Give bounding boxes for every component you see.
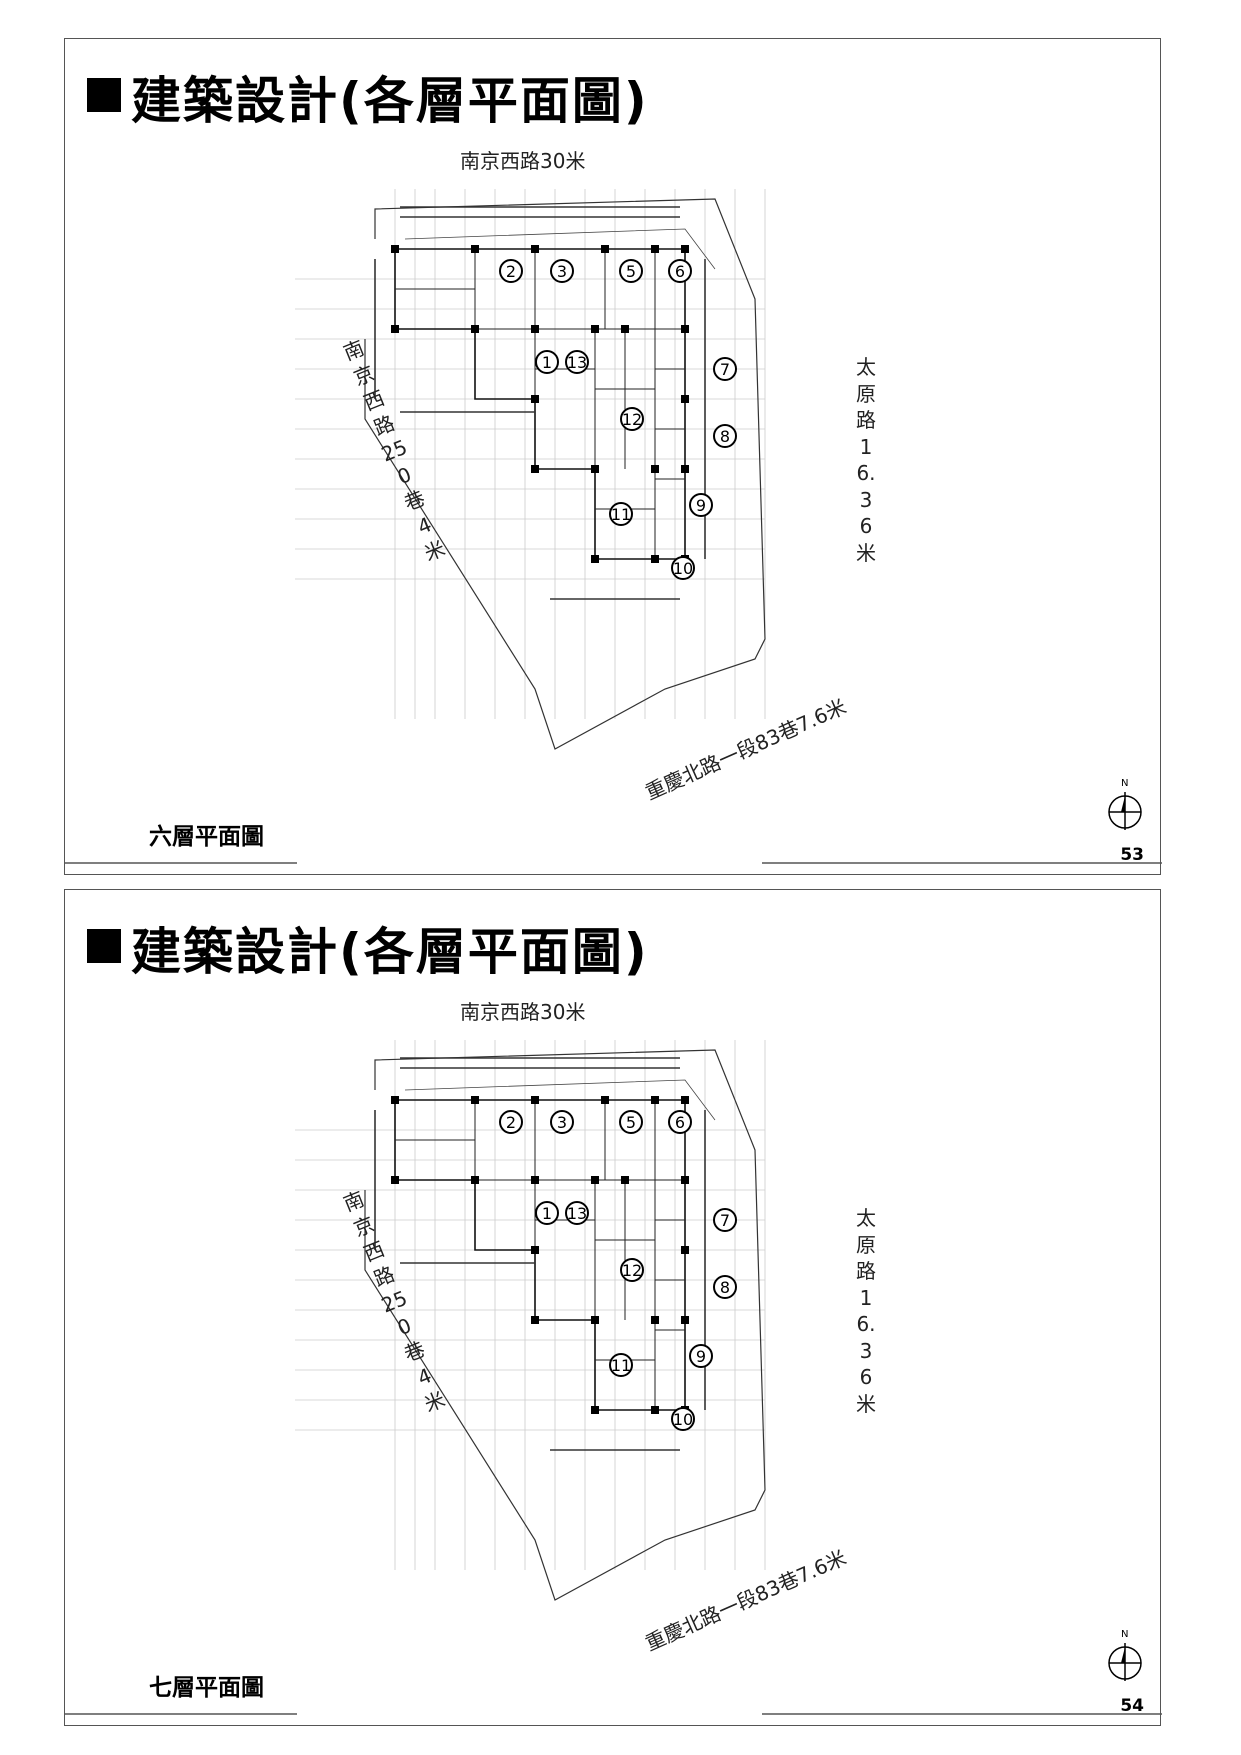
svg-text:9: 9 <box>696 1347 706 1366</box>
svg-text:11: 11 <box>611 1356 631 1375</box>
unit-marker-12: 12 <box>620 1258 644 1282</box>
svg-text:10: 10 <box>673 1410 693 1429</box>
svg-text:1: 1 <box>542 1204 552 1223</box>
unit-marker-13: 13 <box>565 350 589 374</box>
svg-text:10: 10 <box>673 559 693 578</box>
bullet-square-icon <box>87 78 121 112</box>
road-label-north: 南京西路30米 <box>460 1000 586 1024</box>
north-arrow-icon: N <box>1108 1629 1142 1681</box>
svg-text:9: 9 <box>696 496 706 515</box>
unit-marker-6: 6 <box>668 259 692 283</box>
svg-text:8: 8 <box>720 427 730 446</box>
unit-marker-5: 5 <box>619 1110 643 1134</box>
svg-text:1: 1 <box>542 353 552 372</box>
unit-marker-3: 3 <box>550 259 574 283</box>
road-label-east: 太原路16.36米 <box>856 1206 876 1416</box>
svg-text:7: 7 <box>720 360 730 379</box>
svg-text:12: 12 <box>622 410 642 429</box>
svg-text:11: 11 <box>611 505 631 524</box>
unit-marker-8: 8 <box>713 424 737 448</box>
unit-marker-5: 5 <box>619 259 643 283</box>
page-number: 54 <box>1120 1696 1144 1716</box>
north-label: N <box>1121 1629 1128 1640</box>
svg-text:6: 6 <box>675 262 685 281</box>
road-label-north: 南京西路30米 <box>460 149 586 173</box>
svg-text:2: 2 <box>506 1113 516 1132</box>
road-label-east: 太原路16.36米 <box>856 355 876 565</box>
unit-marker-3: 3 <box>550 1110 574 1134</box>
unit-marker-9: 9 <box>689 493 713 517</box>
unit-marker-13: 13 <box>565 1201 589 1225</box>
svg-text:2: 2 <box>506 262 516 281</box>
unit-marker-2: 2 <box>499 1110 523 1134</box>
unit-marker-11: 11 <box>609 1353 633 1377</box>
svg-text:12: 12 <box>622 1261 642 1280</box>
north-label: N <box>1121 778 1128 789</box>
unit-marker-7: 7 <box>713 357 737 381</box>
svg-text:7: 7 <box>720 1211 730 1230</box>
unit-marker-9: 9 <box>689 1344 713 1368</box>
svg-text:6: 6 <box>675 1113 685 1132</box>
unit-marker-10: 10 <box>671 556 695 580</box>
bullet-square-icon <box>87 929 121 963</box>
svg-text:5: 5 <box>626 1113 636 1132</box>
slide-title: 建築設計(各層平面圖) <box>87 61 649 133</box>
svg-text:8: 8 <box>720 1278 730 1297</box>
slide-title: 建築設計(各層平面圖) <box>87 912 649 984</box>
svg-text:3: 3 <box>557 1113 567 1132</box>
unit-marker-10: 10 <box>671 1407 695 1431</box>
unit-marker-1: 1 <box>535 1201 559 1225</box>
svg-text:13: 13 <box>567 353 587 372</box>
unit-marker-1: 1 <box>535 350 559 374</box>
floor-label: 六層平面圖 <box>149 824 264 850</box>
svg-text:13: 13 <box>567 1204 587 1223</box>
unit-marker-7: 7 <box>713 1208 737 1232</box>
unit-marker-11: 11 <box>609 502 633 526</box>
floor-label: 七層平面圖 <box>149 1675 264 1701</box>
unit-marker-6: 6 <box>668 1110 692 1134</box>
page-number: 53 <box>1120 845 1144 865</box>
north-arrow-icon: N <box>1108 778 1142 830</box>
svg-text:5: 5 <box>626 262 636 281</box>
unit-marker-8: 8 <box>713 1275 737 1299</box>
svg-text:3: 3 <box>557 262 567 281</box>
unit-marker-12: 12 <box>620 407 644 431</box>
unit-marker-2: 2 <box>499 259 523 283</box>
